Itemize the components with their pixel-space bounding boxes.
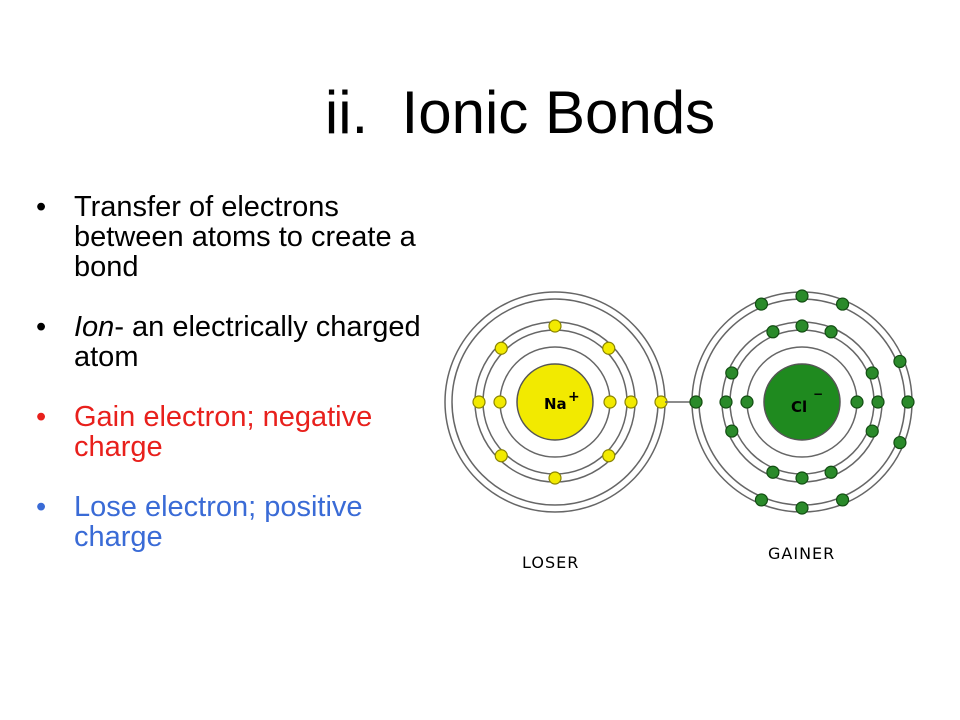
chlorine-electron	[824, 465, 838, 479]
bullet-dot: •	[36, 311, 47, 343]
bullet-transfer: • Transfer of electrons between atoms to…	[30, 192, 440, 282]
chlorine-symbol: Cl	[791, 398, 807, 416]
chlorine-atom: Cl −	[689, 289, 915, 515]
bullet-text: Lose electron; positive charge	[74, 491, 363, 553]
bullet-text: Gain electron; negative charge	[74, 401, 373, 463]
bullet-lose-electron: • Lose electron; positive charge	[30, 492, 440, 552]
chlorine-electron	[766, 465, 780, 479]
bullet-text: - an electrically charged atom	[74, 311, 421, 373]
slide-title: ii. Ionic Bonds	[324, 79, 716, 146]
chlorine-electron	[795, 501, 809, 515]
bullet-list: • Transfer of electrons between atoms to…	[30, 192, 440, 582]
sodium-electron	[602, 341, 616, 355]
chlorine-electron	[893, 354, 907, 369]
sodium-electron	[548, 471, 562, 485]
sodium-electron	[548, 319, 562, 333]
bullet-text: Transfer of electrons between atoms to c…	[74, 191, 416, 283]
chlorine-electron	[766, 325, 780, 339]
chlorine-electron	[754, 493, 769, 507]
bullet-term: Ion	[74, 311, 115, 343]
sodium-electron	[493, 395, 507, 409]
chlorine-electron	[871, 395, 885, 409]
chlorine-electron	[835, 493, 850, 507]
chlorine-electron	[719, 395, 733, 409]
chlorine-electron	[824, 325, 838, 339]
chlorine-nucleus	[763, 363, 841, 441]
chlorine-electron	[754, 297, 769, 311]
chlorine-electron	[795, 471, 809, 485]
sodium-atom: Na +	[444, 291, 703, 513]
chlorine-electron	[865, 424, 879, 438]
bullet-gain-electron: • Gain electron; negative charge	[30, 402, 440, 462]
chlorine-electron	[795, 319, 809, 333]
sodium-caption: LOSER	[522, 553, 580, 572]
sodium-electron	[494, 341, 508, 355]
sodium-nucleus	[516, 363, 594, 441]
bullet-dot: •	[36, 191, 47, 223]
sodium-electron	[602, 449, 616, 463]
sodium-electrons	[472, 319, 703, 485]
bullet-dot: •	[36, 401, 47, 433]
chlorine-electron	[865, 366, 879, 380]
chlorine-electron	[893, 435, 907, 450]
sodium-symbol: Na	[544, 395, 567, 413]
chlorine-electron	[725, 366, 739, 380]
chlorine-electron	[725, 424, 739, 438]
chlorine-electron	[850, 395, 864, 409]
chlorine-electrons	[689, 289, 915, 515]
bullet-dot: •	[36, 491, 47, 523]
sodium-electron	[624, 395, 638, 409]
chlorine-electron	[689, 395, 703, 409]
chlorine-electron	[835, 297, 850, 311]
sodium-electron	[603, 395, 617, 409]
bullet-ion-definition: • Ion- an electrically charged atom	[30, 312, 440, 372]
sodium-electron	[494, 449, 508, 463]
chlorine-charge: −	[813, 387, 823, 401]
chlorine-electron	[795, 289, 809, 303]
sodium-charge: +	[568, 389, 580, 405]
chlorine-electron	[740, 395, 754, 409]
chlorine-electron	[901, 395, 915, 409]
sodium-electron	[472, 395, 486, 409]
chlorine-caption: GAINER	[768, 544, 836, 563]
ionic-bond-diagram: Na + Cl −	[444, 289, 915, 515]
